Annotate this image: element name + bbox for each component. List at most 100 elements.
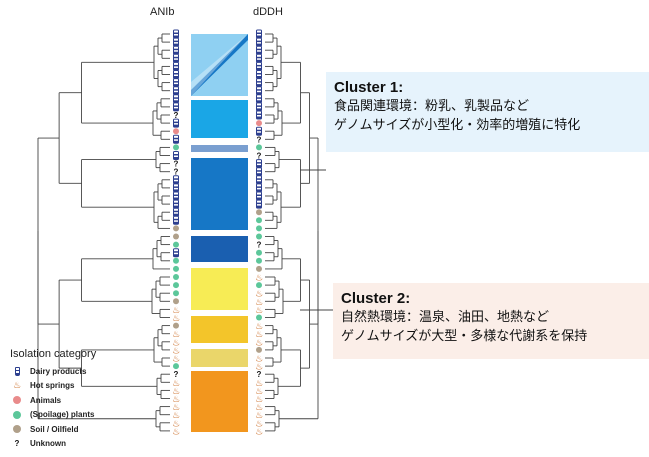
hot-spring-icon: ♨ [255,403,263,413]
plant-dot-icon [173,363,179,370]
cluster2-line2: ゲノムサイズが大型・多様な代謝系を保持 [341,329,588,344]
hot-spring-icon: ♨ [255,330,263,340]
legend-label: (Spoilage) plants [30,410,95,420]
legend-label: Animals [30,395,62,405]
plant-dot-icon [256,217,262,224]
plant-dot-icon [256,314,262,321]
hot-spring-icon: ♨ [172,338,180,348]
plant-dot-icon [173,282,179,289]
cluster2-line1: 自然熱環境：温泉、油田、地熱など [341,310,550,325]
hot-spring-icon: ♨ [255,411,263,421]
cluster-block [191,145,248,152]
cluster1-annotation: Cluster 1: 食品関連環境：粉乳、乳製品など ゲノムサイズが小型化・効率… [326,72,649,152]
milk-bottle-icon [173,248,179,258]
cluster1-line2: ゲノムサイズが小型化・効率的増殖に特化 [334,118,581,133]
hot-spring-icon: ♨ [255,419,263,429]
hot-spring-icon: ♨ [172,346,180,356]
hot-spring-icon: ♨ [172,395,180,405]
hot-spring-icon: ♨ [12,380,22,391]
milk-bottle-icon [173,102,179,112]
hot-spring-icon: ♨ [172,379,180,389]
hot-spring-icon: ♨ [172,306,180,316]
dddh-column-title: dDDH [253,6,283,18]
milk-bottle-icon [256,110,262,120]
milk-bottle-icon [173,151,179,160]
hot-spring-icon: ♨ [172,403,180,413]
milk-bottle-icon [256,159,262,169]
hot-spring-icon: ♨ [255,355,263,365]
milk-bottle-icon [256,53,262,63]
milk-bottle-icon [256,191,262,201]
milk-bottle-icon [173,175,179,185]
legend-item-unknown: ? Unknown [10,437,150,452]
soil-dot-icon [173,298,179,305]
hot-spring-icon: ♨ [172,419,180,429]
milk-bottle-icon [256,199,262,209]
legend-label: Soil / Oilfield [30,424,79,434]
hot-spring-icon: ♨ [172,427,180,437]
milk-bottle-icon [256,183,262,193]
isolation-legend: Isolation category Dairy products ♨ Hot … [10,348,150,451]
soil-dot-icon [256,209,262,216]
milk-bottle-icon [256,37,262,47]
cluster-block [191,236,248,262]
question-icon: ? [257,152,262,161]
plant-dot-icon [173,144,179,151]
milk-bottle-icon [173,37,179,47]
soil-dot-icon [173,233,179,240]
cluster-block [191,371,248,432]
milk-bottle-icon [173,215,179,225]
milk-bottle-icon [256,175,262,185]
cluster2-title: Cluster 2: [341,290,411,307]
question-icon: ? [174,160,179,169]
milk-bottle-icon [173,207,179,217]
soil-dot-icon [256,265,262,272]
plant-dot-icon [256,257,262,264]
hot-spring-icon: ♨ [255,322,263,332]
milk-bottle-icon [256,29,262,39]
legend-label: Unknown [30,439,66,449]
hot-spring-icon: ♨ [255,338,263,348]
cross-band [191,34,248,96]
milk-bottle-icon [256,102,262,112]
plant-dot-icon [173,241,179,248]
hot-spring-icon: ♨ [255,363,263,373]
milk-bottle-icon [173,191,179,201]
milk-bottle-icon [256,61,262,71]
milk-bottle-icon [173,70,179,79]
right-isolation-icons: ???♨♨♨♨♨♨♨♨♨?♨♨♨♨♨♨♨ [255,29,263,437]
right-dendrogram [265,33,319,432]
legend-item-soil: Soil / Oilfield [10,422,150,437]
cluster-color-blocks [191,34,248,432]
question-icon: ? [174,111,179,120]
cluster-block [191,100,248,138]
legend-item-plants: (Spoilage) plants [10,408,150,423]
soil-dot-icon [173,322,179,329]
cluster1-line1: 食品関連環境：粉乳、乳製品など [334,99,530,114]
milk-bottle-icon [256,45,262,55]
left-dendrogram [37,33,170,432]
milk-bottle-icon [256,126,262,136]
milk-bottle-icon [10,366,24,376]
legend-label: Hot springs [30,381,75,391]
milk-bottle-icon [173,118,179,128]
milk-bottle-icon [256,70,262,79]
milk-bottle-icon [256,78,262,88]
cluster-block [191,349,248,367]
cluster1-title: Cluster 1: [334,79,404,96]
animal-dot-icon [10,396,24,405]
milk-bottle-icon [173,29,179,39]
legend-item-hot-springs: ♨ Hot springs [10,379,150,394]
milk-bottle-icon [173,61,179,71]
cluster-block [191,268,248,310]
plant-dot-icon [256,249,262,256]
question-icon: ? [257,135,262,144]
milk-bottle-icon [173,94,179,104]
hot-spring-icon: ♨ [255,274,263,284]
milk-bottle-icon [256,86,262,96]
plant-dot-icon [173,265,179,272]
animal-dot-icon [173,128,179,135]
soil-dot-icon [173,225,179,232]
plant-dot-icon [173,290,179,297]
